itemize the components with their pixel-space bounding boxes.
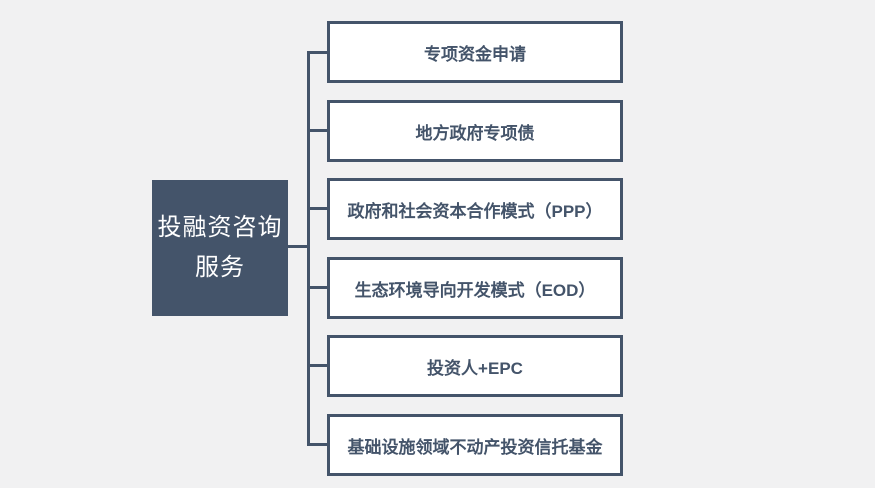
- branch-node-eod-model: 生态环境导向开发模式（EOD）: [327, 257, 623, 319]
- root-node-label-line2: 服务: [195, 254, 245, 281]
- branch-label: 专项资金申请: [424, 44, 526, 64]
- root-node-label-line1: 投融资咨询: [157, 214, 283, 241]
- branch-connector-line: [307, 207, 327, 210]
- branch-node-special-fund-application: 专项资金申请: [327, 21, 623, 83]
- branch-connector-line: [307, 129, 327, 132]
- branch-node-ppp-model: 政府和社会资本合作模式（PPP）: [327, 178, 623, 240]
- branch-label: 生态环境导向开发模式（EOD）: [354, 280, 596, 300]
- branch-node-infrastructure-reits: 基础设施领域不动产投资信托基金: [327, 414, 623, 476]
- branch-connector-line: [307, 443, 327, 446]
- branch-label: 投资人+EPC: [427, 358, 523, 378]
- root-connector-line: [286, 245, 310, 248]
- root-node: 投融资咨询 服务: [152, 180, 288, 316]
- branch-label: 政府和社会资本合作模式（PPP）: [347, 201, 603, 221]
- branch-connector-line: [307, 51, 327, 54]
- branch-label: 地方政府专项债: [415, 123, 535, 143]
- trunk-line: [307, 51, 310, 445]
- branch-node-local-gov-special-bonds: 地方政府专项债: [327, 100, 623, 162]
- branch-label: 基础设施领域不动产投资信托基金: [347, 437, 603, 457]
- branch-connector-line: [307, 364, 327, 367]
- branch-connector-line: [307, 286, 327, 289]
- branch-node-investor-plus-epc: 投资人+EPC: [327, 335, 623, 397]
